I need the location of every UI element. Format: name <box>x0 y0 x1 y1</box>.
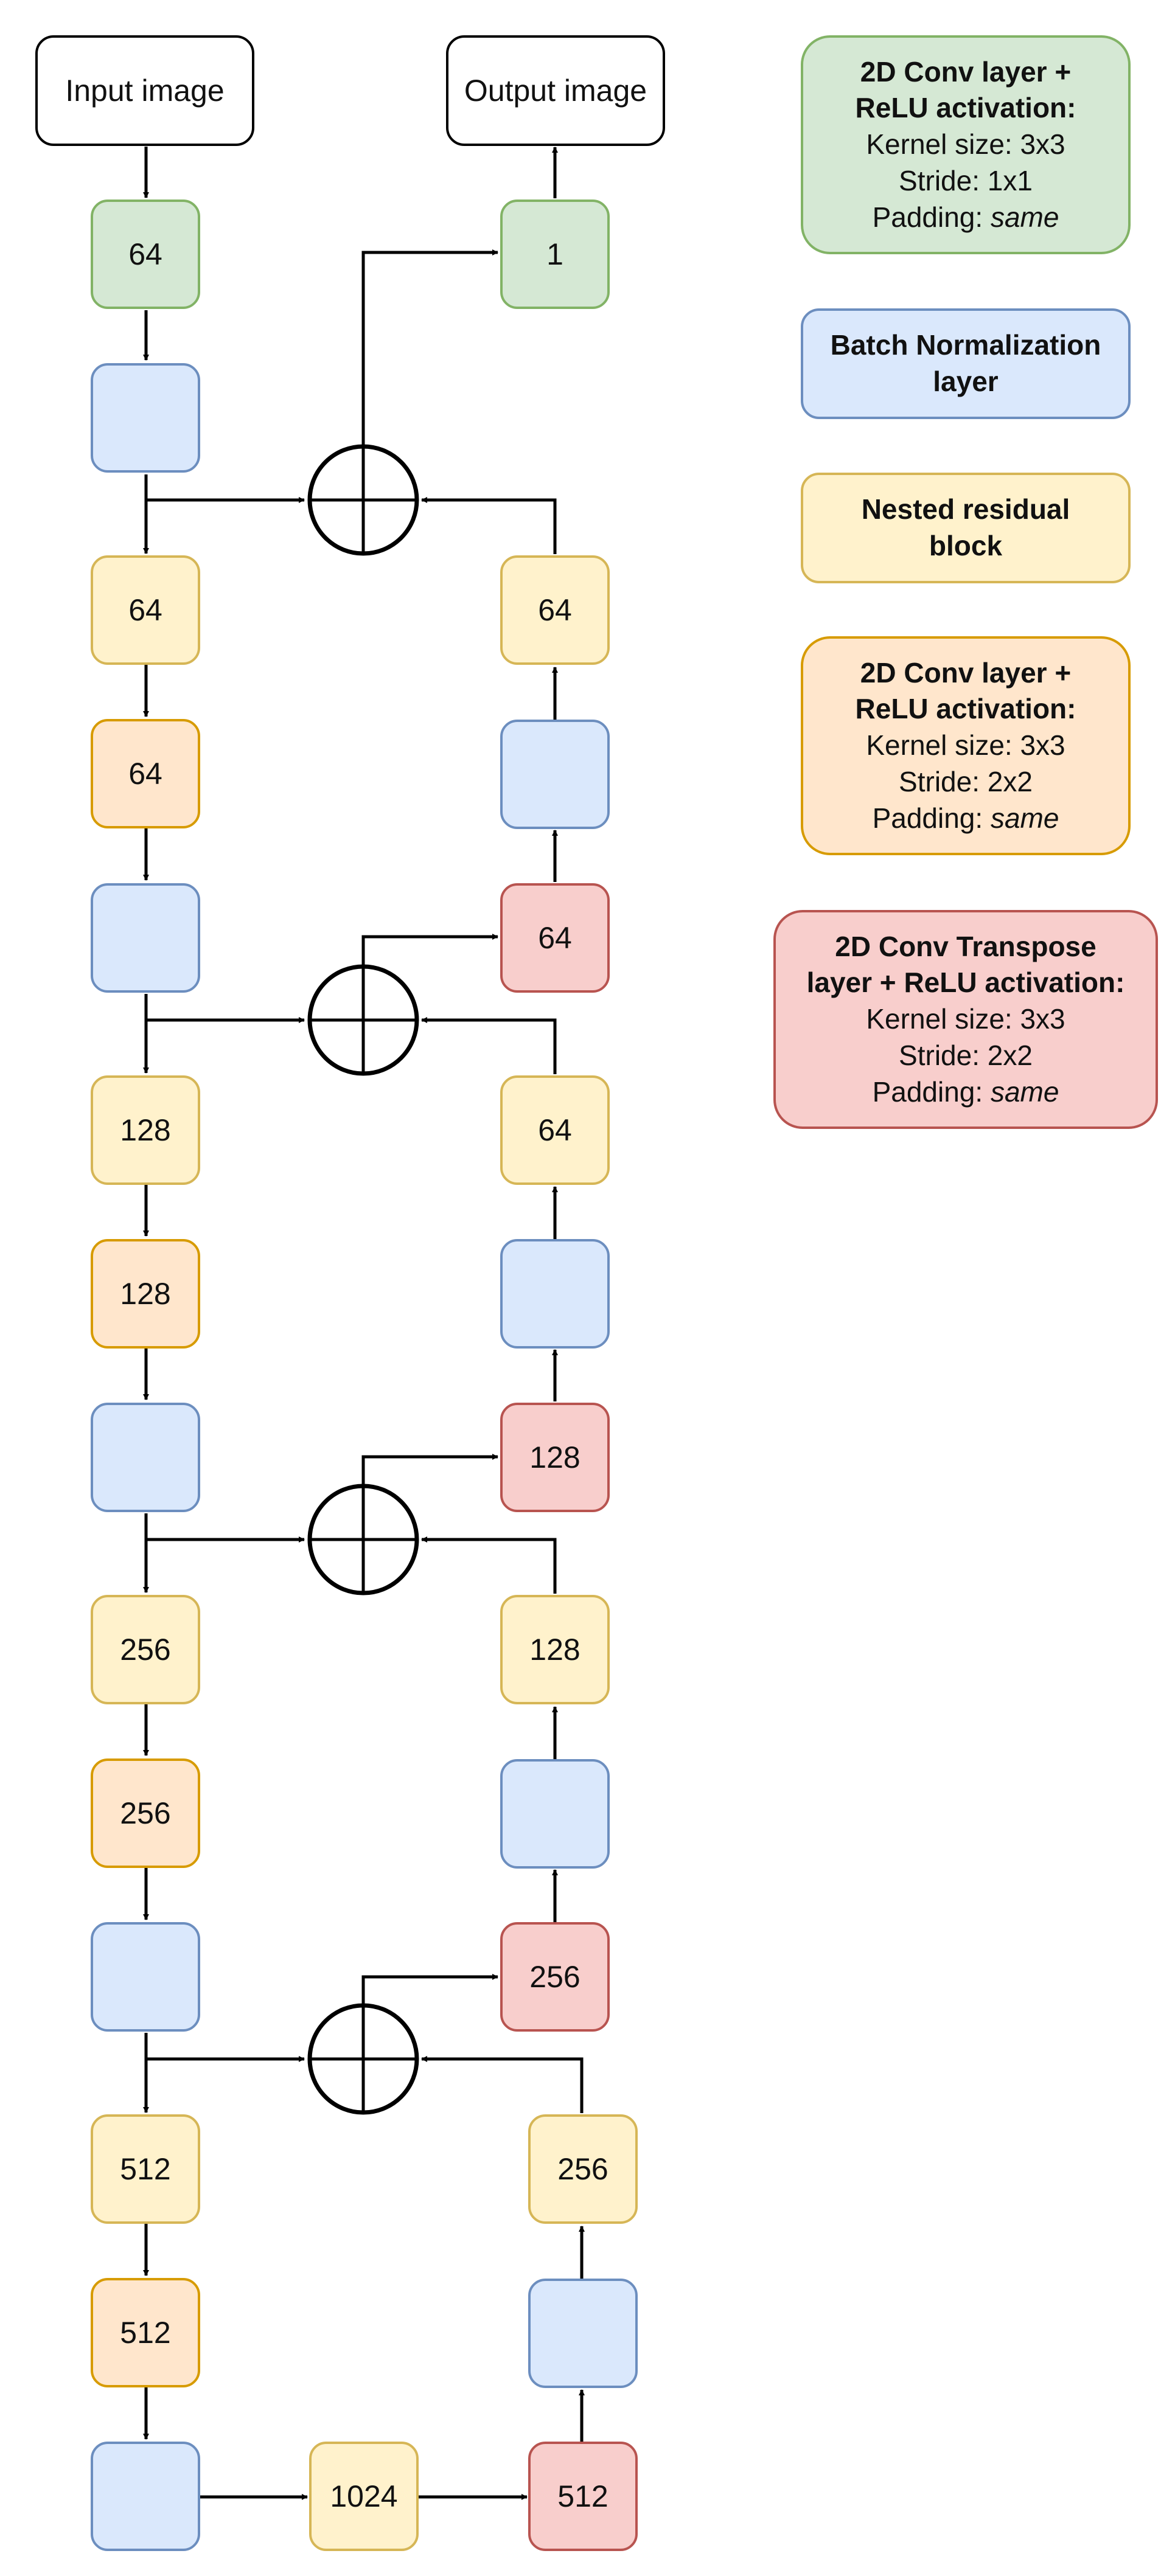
batchnorm-node <box>91 1922 200 2032</box>
sum-node-4 <box>307 2003 419 2115</box>
upsample-conv-node: 512 <box>528 2442 638 2551</box>
legend-batchnorm: Batch Normalization layer <box>801 308 1131 419</box>
downsample-conv-node: 128 <box>91 1239 200 1349</box>
batchnorm-node <box>91 883 200 993</box>
batchnorm-node <box>91 1403 200 1512</box>
residual-block-node: 512 <box>91 2114 200 2224</box>
legend-conv-stride2: 2D Conv layer + ReLU activation: Kernel … <box>801 636 1131 855</box>
downsample-conv-node: 256 <box>91 1758 200 1868</box>
edge-resd3-to-sum3 <box>421 1536 557 1594</box>
residual-block-node: 256 <box>528 2114 638 2224</box>
legend-padding: Padding: same <box>872 802 1059 834</box>
edge-resd1-to-sum1 <box>421 497 557 554</box>
legend-kernel: Kernel size: 3x3 <box>866 1003 1065 1035</box>
legend-kernel: Kernel size: 3x3 <box>866 729 1065 762</box>
downsample-conv-node: 64 <box>91 719 200 828</box>
residual-block-node: 256 <box>91 1595 200 1704</box>
legend-stride: Stride: 2x2 <box>899 765 1033 797</box>
legend-conv-stride1: 2D Conv layer + ReLU activation: Kernel … <box>801 35 1131 254</box>
upsample-conv-node: 128 <box>500 1403 610 1512</box>
upsample-conv-node: 256 <box>500 1922 610 2032</box>
batchnorm-node <box>528 2279 638 2388</box>
batchnorm-node <box>500 720 610 829</box>
bottleneck-node: 1024 <box>309 2442 419 2551</box>
legend-title: 2D Conv layer + ReLU activation: <box>855 55 1076 124</box>
residual-block-node: 128 <box>91 1075 200 1185</box>
legend-title: 2D Conv layer + ReLU activation: <box>855 656 1076 725</box>
output-image-node: Output image <box>446 35 665 146</box>
edge-sum2-to-up1 <box>361 934 498 965</box>
legend-title: Nested residual block <box>861 493 1070 561</box>
edge-resd4-to-sum4 <box>421 2056 584 2113</box>
legend-stride: Stride: 1x1 <box>899 164 1033 196</box>
edge-sum1-to-convout <box>361 249 498 445</box>
residual-block-node: 64 <box>91 555 200 665</box>
batchnorm-node <box>91 363 200 473</box>
legend-stride: Stride: 2x2 <box>899 1039 1033 1071</box>
sum-node-3 <box>307 1484 419 1595</box>
legend-padding: Padding: same <box>872 1075 1059 1108</box>
edge-resd2-to-sum2 <box>421 1017 557 1074</box>
edge-sum3-to-up2 <box>361 1454 498 1485</box>
legend-residual: Nested residual block <box>801 473 1131 583</box>
input-image-node: Input image <box>35 35 254 146</box>
edge-sum4-to-up3 <box>361 1974 498 2004</box>
legend-padding: Padding: same <box>872 201 1059 233</box>
batchnorm-node <box>500 1239 610 1349</box>
legend-kernel: Kernel size: 3x3 <box>866 128 1065 161</box>
conv-in-node: 64 <box>91 200 200 309</box>
conv-out-node: 1 <box>500 200 610 309</box>
sum-node-1 <box>307 444 419 556</box>
legend-title: 2D Conv Transpose layer + ReLU activatio… <box>806 930 1125 999</box>
residual-block-node: 128 <box>500 1595 610 1704</box>
batchnorm-node <box>91 2442 200 2551</box>
legend-conv-transpose: 2D Conv Transpose layer + ReLU activatio… <box>773 910 1158 1129</box>
downsample-conv-node: 512 <box>91 2278 200 2387</box>
upsample-conv-node: 64 <box>500 883 610 993</box>
residual-block-node: 64 <box>500 1075 610 1185</box>
batchnorm-node <box>500 1759 610 1869</box>
residual-block-node: 64 <box>500 555 610 665</box>
sum-node-2 <box>307 964 419 1076</box>
legend-title: Batch Normalization layer <box>830 329 1101 397</box>
